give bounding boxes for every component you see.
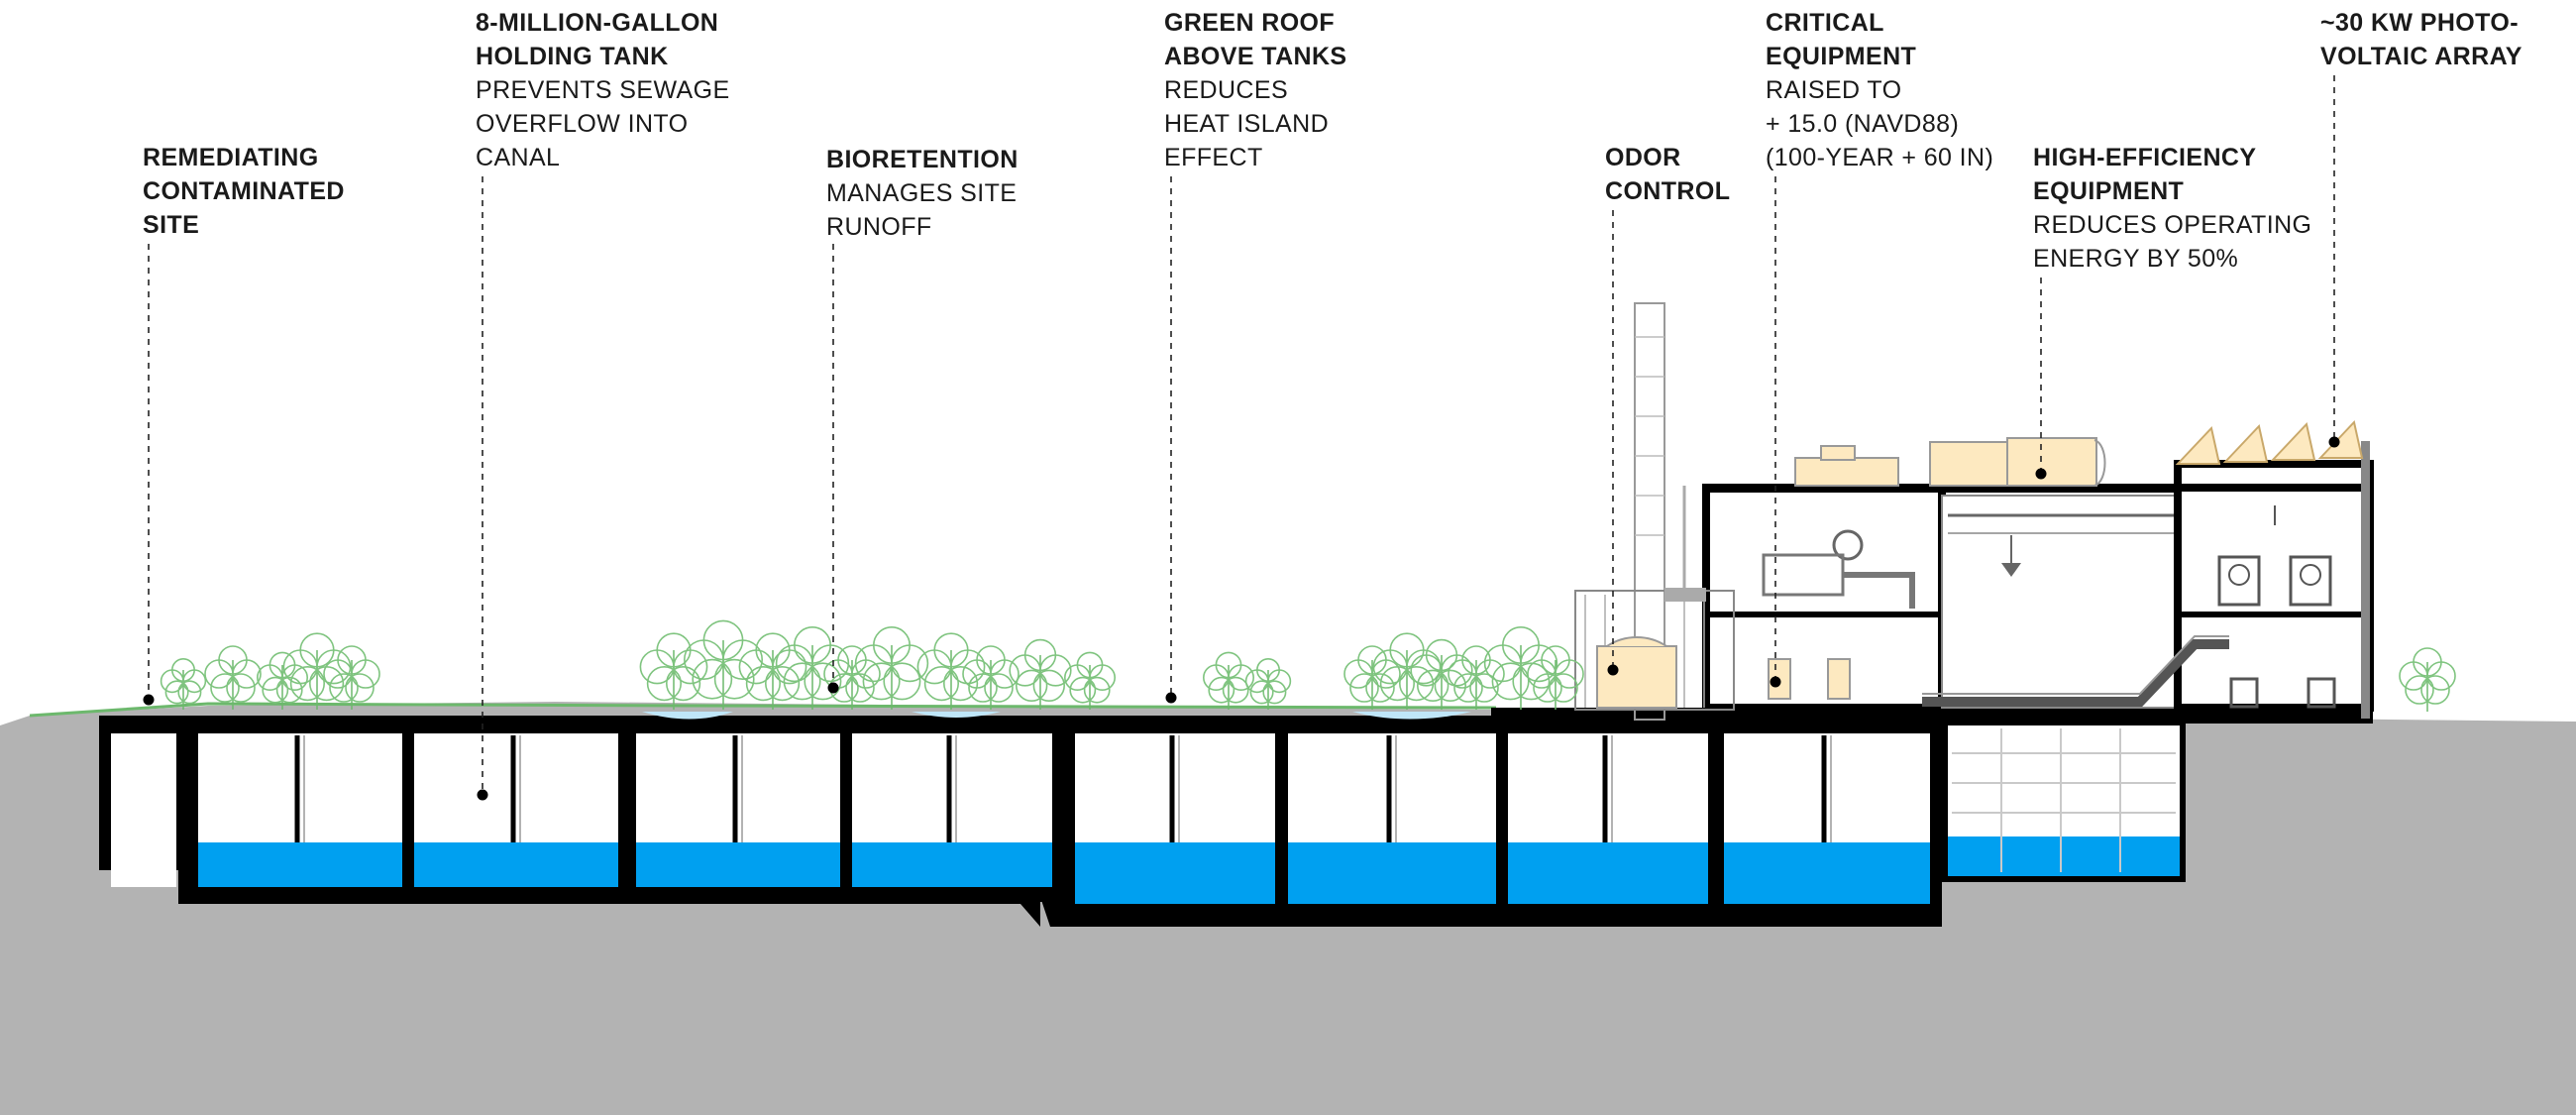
annotation-title: ABOVE TANKS bbox=[1164, 43, 1347, 70]
tree bbox=[1203, 651, 1255, 710]
odor-control-unit bbox=[1574, 302, 1735, 721]
tree bbox=[282, 632, 352, 710]
annotation-photovoltaic: ~30 KW PHOTO- VOLTAIC ARRAY bbox=[2320, 6, 2522, 73]
tree bbox=[256, 651, 309, 710]
tank-cell bbox=[111, 733, 176, 887]
vegetation bbox=[160, 619, 2456, 712]
water-volume bbox=[1508, 842, 1708, 904]
tree bbox=[1527, 645, 1584, 710]
annotation-description: (100-YEAR + 60 IN) bbox=[1766, 144, 1994, 171]
leader-dot bbox=[2328, 436, 2340, 448]
tree bbox=[639, 632, 708, 710]
annotation-critical-equipment: CRITICAL EQUIPMENT RAISED TO + 15.0 (NAV… bbox=[1766, 6, 1993, 174]
tree bbox=[962, 645, 1020, 710]
annotation-description: RUNOFF bbox=[826, 213, 932, 241]
tree bbox=[775, 625, 850, 710]
water-volume bbox=[414, 842, 618, 887]
annotation-description: MANAGES SITE bbox=[826, 179, 1018, 207]
annotation-title: CRITICAL bbox=[1766, 9, 1884, 37]
leader-dot bbox=[1165, 692, 1177, 704]
tree bbox=[204, 645, 262, 710]
annotation-title: CONTAMINATED bbox=[143, 177, 345, 205]
tree bbox=[160, 657, 207, 710]
leader-dot bbox=[827, 682, 839, 694]
tree bbox=[1448, 645, 1505, 710]
annotation-odor-control: ODOR CONTROL bbox=[1605, 141, 1730, 208]
leader-dot bbox=[477, 789, 488, 801]
tree bbox=[323, 645, 380, 710]
annotation-high-efficiency: HIGH-EFFICIENCY EQUIPMENT REDUCES OPERAT… bbox=[2033, 141, 2311, 276]
annotation-title: HOLDING TANK bbox=[476, 43, 669, 70]
tree bbox=[1343, 645, 1401, 710]
annotation-holding-tank: 8-MILLION-GALLON HOLDING TANK PREVENTS S… bbox=[476, 6, 730, 174]
water-volume bbox=[198, 842, 402, 887]
tree bbox=[1372, 632, 1442, 710]
annotation-description: PREVENTS SEWAGE bbox=[476, 76, 730, 104]
tree bbox=[2399, 647, 2456, 712]
annotation-green-roof: GREEN ROOF ABOVE TANKS REDUCES HEAT ISLA… bbox=[1164, 6, 1347, 174]
leader-dot bbox=[1607, 664, 1619, 676]
annotation-title: EQUIPMENT bbox=[2033, 177, 2185, 205]
tree bbox=[854, 625, 929, 710]
annotation-description: CANAL bbox=[476, 144, 561, 171]
annotation-description: REDUCES OPERATING bbox=[2033, 211, 2312, 239]
annotation-bioretention: BIORETENTION MANAGES SITE RUNOFF bbox=[826, 143, 1019, 244]
tree bbox=[1410, 638, 1473, 710]
tree bbox=[1009, 638, 1072, 710]
annotation-title: CONTROL bbox=[1605, 177, 1731, 205]
annotation-leaders bbox=[143, 75, 2340, 801]
leader-dot bbox=[1770, 676, 1781, 688]
stored-water bbox=[198, 842, 1930, 904]
water-volume bbox=[1288, 842, 1496, 904]
annotation-title: ~30 KW PHOTO- bbox=[2320, 9, 2519, 37]
annotation-title: EQUIPMENT bbox=[1766, 43, 1917, 70]
water-volume bbox=[852, 842, 1052, 887]
water-volume bbox=[636, 842, 840, 887]
annotation-title: VOLTAIC ARRAY bbox=[2320, 43, 2522, 70]
annotation-description: RAISED TO bbox=[1766, 76, 1902, 104]
tree bbox=[738, 632, 807, 710]
leader-dot bbox=[143, 694, 155, 706]
annotation-description: ENERGY BY 50% bbox=[2033, 245, 2239, 273]
water-volume bbox=[1075, 842, 1275, 904]
tree bbox=[1244, 657, 1292, 710]
annotation-title: 8-MILLION-GALLON bbox=[476, 9, 719, 37]
water-volume bbox=[1724, 842, 1930, 904]
annotation-title: GREEN ROOF bbox=[1164, 9, 1336, 37]
annotation-title: HIGH-EFFICIENCY bbox=[2033, 144, 2257, 171]
tree bbox=[1064, 651, 1117, 710]
leader-dot bbox=[2035, 468, 2047, 480]
annotation-title: ODOR bbox=[1605, 144, 1681, 171]
annotation-description: OVERFLOW INTO bbox=[476, 110, 689, 138]
annotation-description: HEAT ISLAND bbox=[1164, 110, 1330, 138]
annotation-title: REMEDIATING bbox=[143, 144, 319, 171]
annotation-description: EFFECT bbox=[1164, 144, 1263, 171]
annotation-description: + 15.0 (NAVD88) bbox=[1766, 110, 1960, 138]
tree bbox=[1483, 625, 1558, 710]
annotation-description: REDUCES bbox=[1164, 76, 1289, 104]
annotation-remediating: REMEDIATING CONTAMINATED SITE bbox=[143, 141, 345, 242]
tree bbox=[823, 645, 881, 710]
tree bbox=[684, 619, 764, 710]
annotation-title: SITE bbox=[143, 211, 200, 239]
annotation-title: BIORETENTION bbox=[826, 146, 1019, 173]
bioretention-areas bbox=[642, 712, 1471, 720]
